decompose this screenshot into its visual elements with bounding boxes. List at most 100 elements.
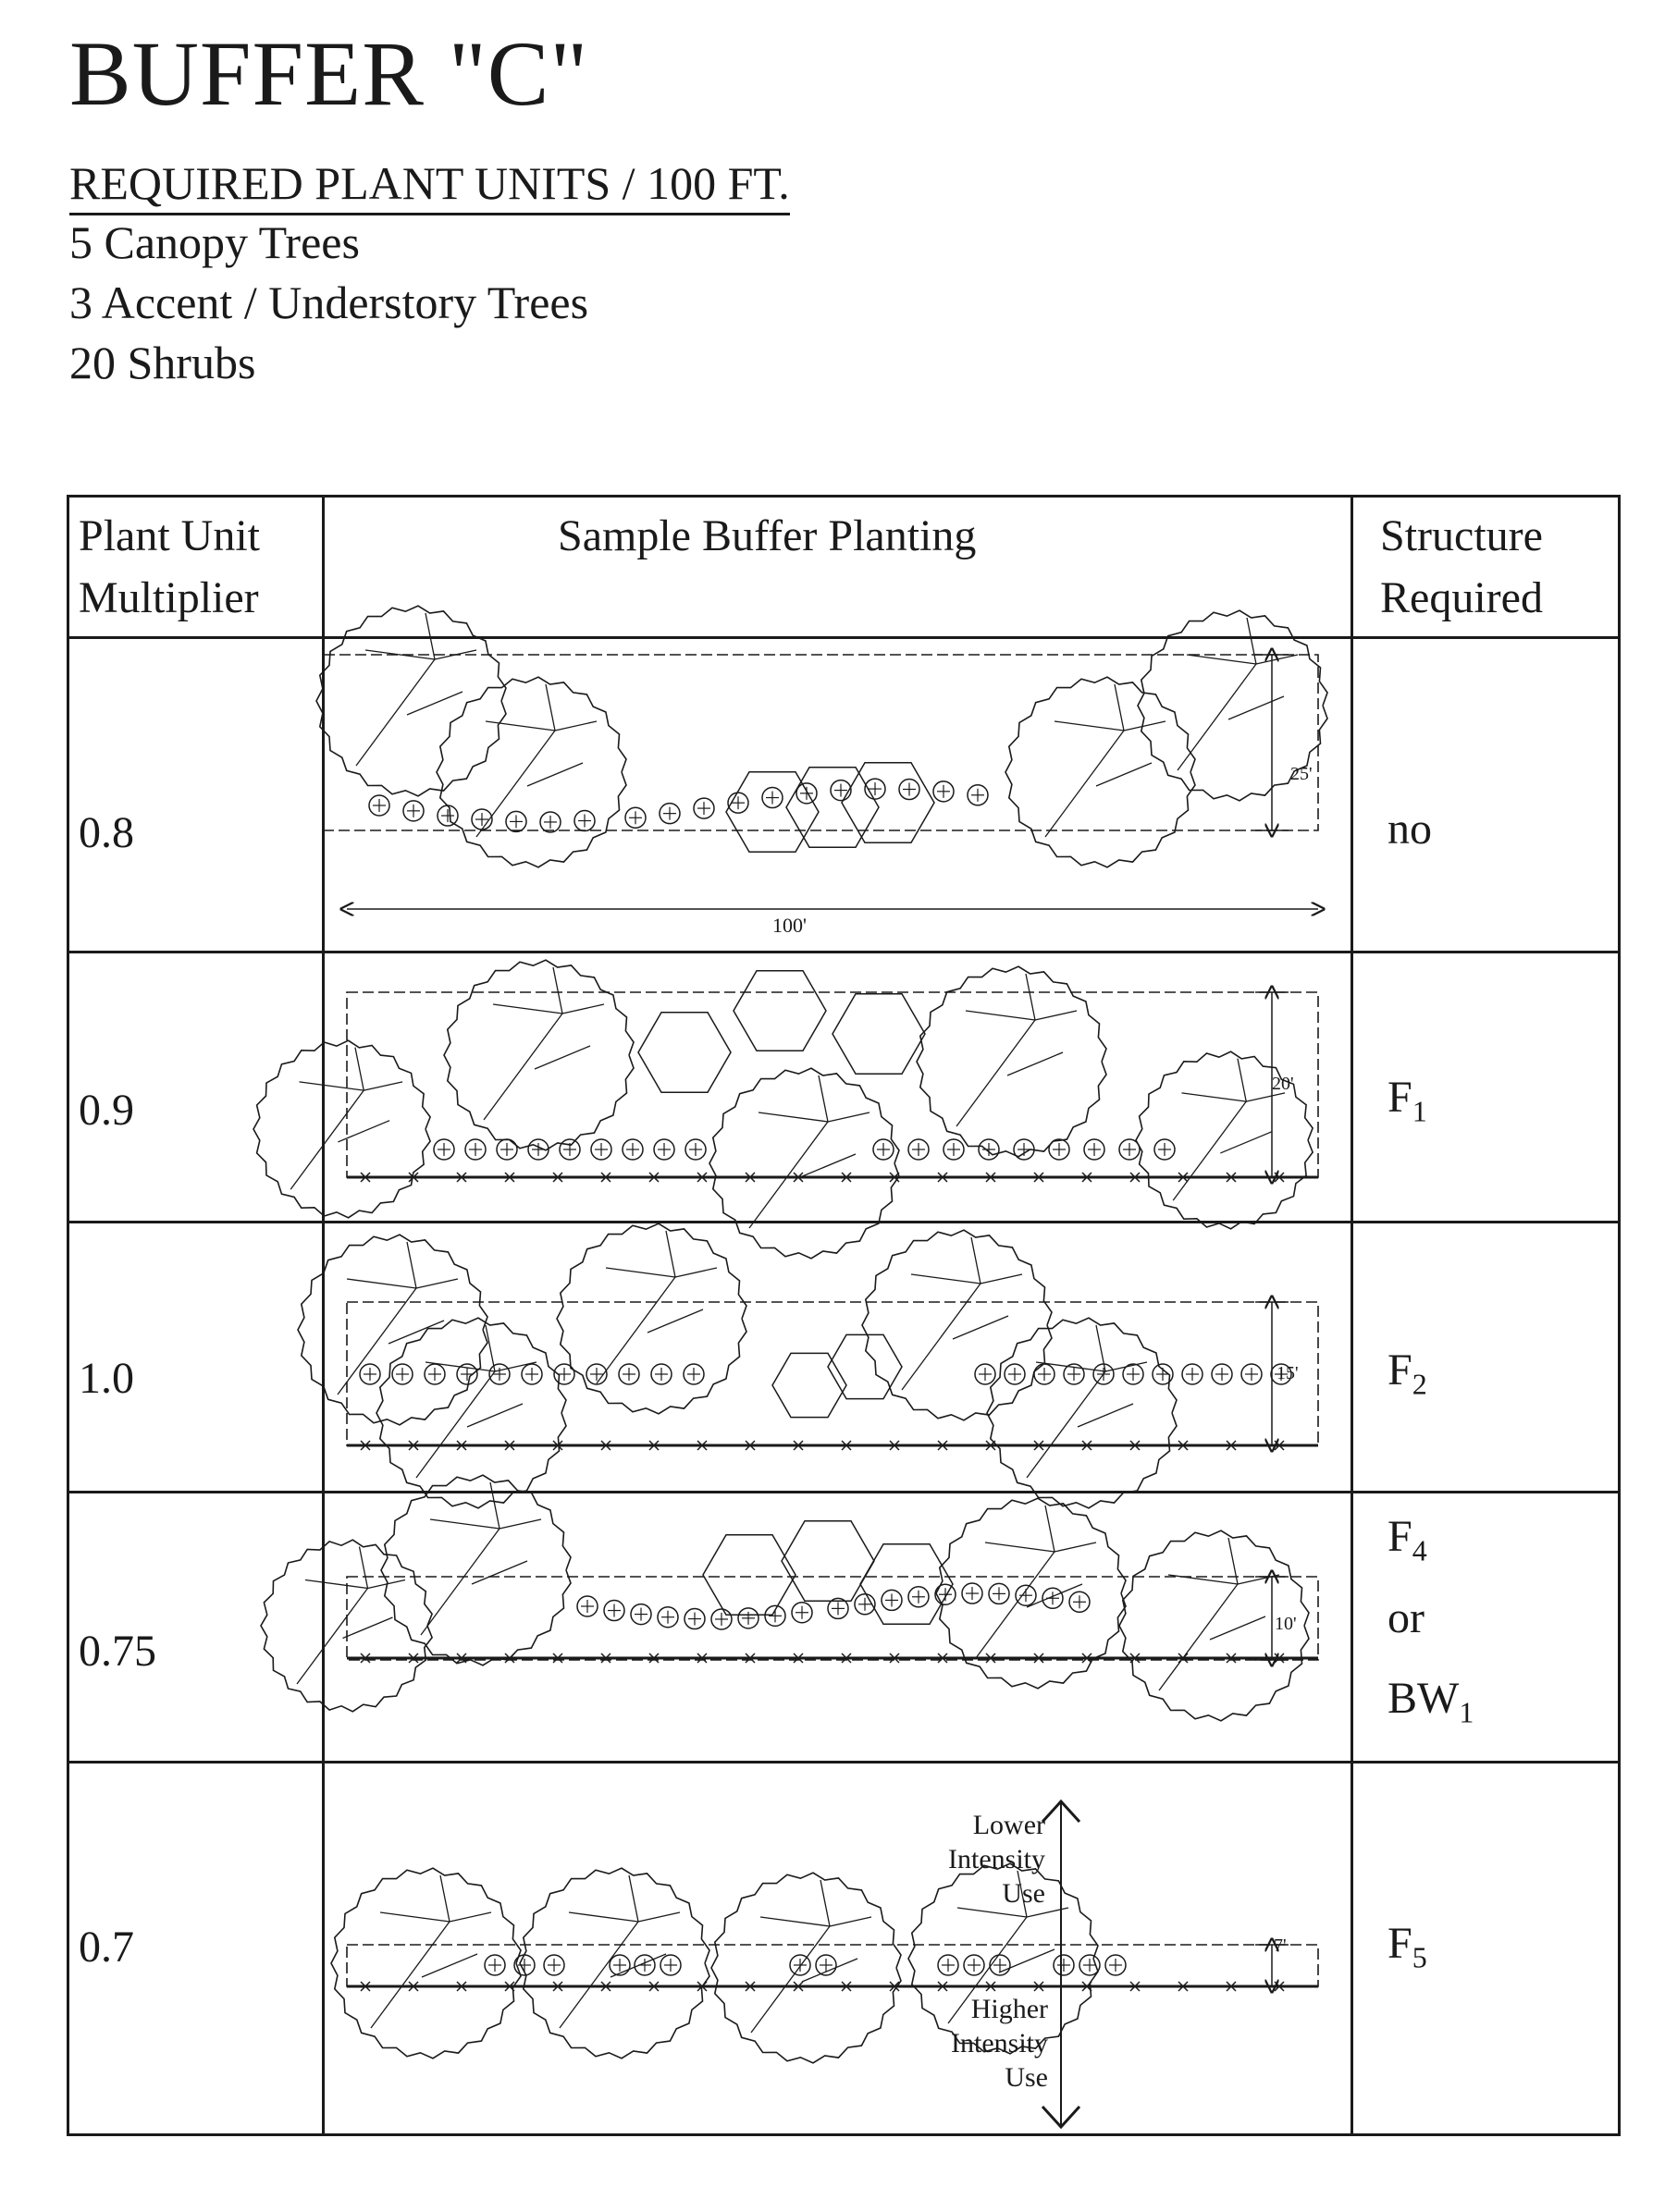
svg-text:Use: Use	[1002, 1878, 1045, 1909]
shrub	[872, 1138, 894, 1161]
shrub	[684, 1607, 706, 1630]
tree-branch	[492, 1003, 563, 1014]
tree-branch	[1181, 1092, 1247, 1102]
row-divider	[69, 1221, 1618, 1223]
structure-value: F2	[1388, 1346, 1427, 1401]
tree-branch	[965, 1010, 1036, 1021]
requirement-canopy-trees: 5 Canopy Trees	[69, 216, 360, 268]
tree-branch	[799, 1153, 857, 1178]
shrub	[796, 782, 818, 805]
fence-post	[600, 1440, 611, 1451]
fence-post	[841, 1440, 852, 1451]
fence-post	[793, 1440, 804, 1451]
shrub	[559, 1138, 581, 1161]
tree-branch	[910, 1273, 981, 1284]
shrub	[456, 1363, 478, 1385]
shrub	[830, 779, 852, 802]
shrub	[764, 1604, 786, 1628]
dimension-label: 25'	[1290, 764, 1313, 784]
shrub	[1068, 1591, 1091, 1614]
shrub	[967, 784, 989, 806]
tree-branch	[820, 1879, 831, 1927]
shrub	[391, 1363, 413, 1385]
tree-branch	[984, 1542, 1055, 1553]
fence-post	[841, 1981, 852, 1992]
tree-branch	[338, 1120, 390, 1143]
requirement-accent-trees: 3 Accent / Understory Trees	[69, 276, 589, 328]
row-divider	[69, 951, 1618, 953]
tree-branch	[1025, 973, 1036, 1021]
shrub	[650, 1363, 672, 1385]
shrub	[978, 1138, 1000, 1161]
shrub	[881, 1589, 903, 1612]
tree-branch	[388, 1320, 445, 1345]
shrub	[1042, 1587, 1064, 1610]
tree-branch	[1054, 720, 1125, 731]
shrub	[683, 1363, 705, 1385]
shrub	[934, 1583, 956, 1605]
fence-post	[456, 1440, 467, 1451]
tree-branch	[1006, 1051, 1064, 1076]
shrub	[1092, 1363, 1115, 1385]
tree-branch	[1172, 1100, 1247, 1201]
fence-post	[1129, 1172, 1141, 1183]
fence-post	[937, 1981, 948, 1992]
tree-branch	[1220, 1131, 1273, 1154]
canopy-tree	[710, 1872, 902, 2064]
tree-branch	[827, 1112, 870, 1123]
canopy-tree	[519, 1867, 710, 2059]
structure-value: F4	[1388, 1512, 1427, 1567]
tree-branch	[337, 1287, 417, 1395]
fence-post	[745, 1981, 756, 1992]
fence-post	[408, 1172, 419, 1183]
shrub	[368, 794, 390, 817]
shrub	[521, 1363, 543, 1385]
shrub	[653, 1138, 675, 1161]
fence-post	[1226, 1981, 1237, 1992]
tree-branch	[748, 1121, 829, 1229]
shrub	[789, 1954, 811, 1976]
tree-branch	[1114, 683, 1125, 731]
tree-branch	[758, 1112, 829, 1123]
structure-value: F5	[1388, 1919, 1427, 1974]
fence-post	[889, 1440, 900, 1451]
shrub	[657, 1605, 679, 1628]
shrub	[937, 1954, 959, 1976]
structure-value: no	[1388, 805, 1432, 854]
canopy-tree	[986, 1317, 1178, 1509]
fence-post	[841, 1172, 852, 1183]
fence-post	[697, 1653, 708, 1664]
multiplier-value: 1.0	[79, 1354, 134, 1403]
tree-branch	[1227, 695, 1285, 720]
tree-branch	[429, 1518, 500, 1530]
tree-branch	[1167, 1574, 1239, 1585]
tree-branch	[471, 1560, 528, 1585]
tree-branch	[485, 1324, 496, 1372]
accent-tree	[841, 761, 935, 844]
tree-branch	[647, 1309, 704, 1333]
canopy-tree	[1005, 676, 1196, 868]
shrub	[961, 1582, 983, 1604]
tree-branch	[406, 691, 463, 716]
fence-post	[504, 1172, 515, 1183]
tree-branch	[290, 1089, 364, 1190]
fence-post	[793, 1981, 804, 1992]
tree-branch	[364, 1081, 403, 1091]
shrub	[618, 1363, 640, 1385]
tree-branch	[1026, 1907, 1069, 1918]
tree-branch	[1017, 1870, 1028, 1918]
tree-branch	[420, 1528, 500, 1636]
fence-post	[985, 1981, 996, 1992]
tree-branch	[759, 1916, 831, 1927]
tree-branch	[1246, 617, 1257, 665]
tree-branch	[559, 1921, 639, 2029]
fence-post	[1129, 1440, 1141, 1451]
accent-tree	[637, 1011, 732, 1094]
buffer-diagrams: 25' 100' 20' 15' 10' 7' Lower Intensity …	[253, 605, 1328, 2130]
tree-branch	[1209, 1616, 1266, 1641]
fence-post	[1033, 1172, 1044, 1183]
shrub	[737, 1607, 759, 1629]
structure-value: F1	[1388, 1073, 1427, 1128]
fence-post	[1033, 1653, 1044, 1664]
tree-branch	[1123, 720, 1166, 731]
